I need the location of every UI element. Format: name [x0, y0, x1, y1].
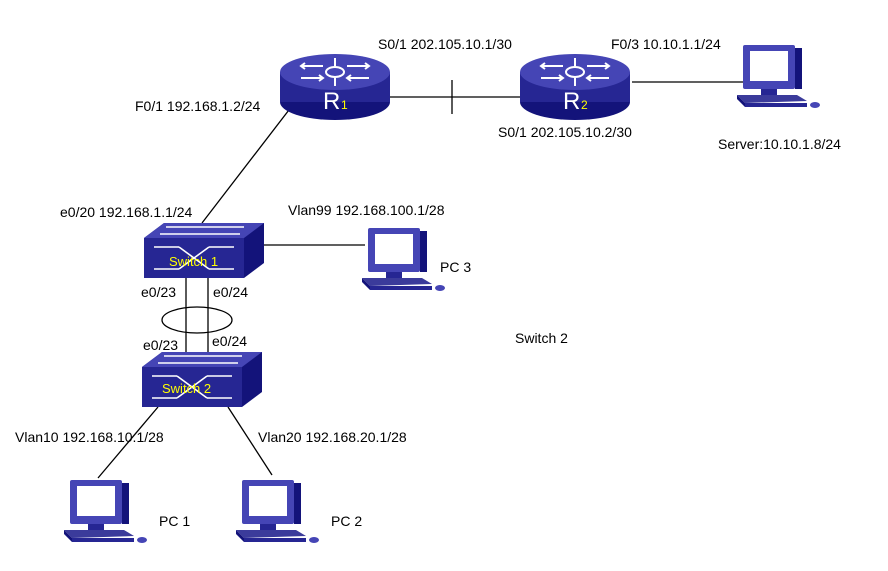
computer-icon	[362, 228, 445, 291]
pc2-label: PC 2	[331, 513, 362, 529]
server-label: Server:10.10.1.8/24	[718, 136, 841, 152]
switch-icon	[143, 222, 265, 279]
switch-icon	[141, 351, 263, 408]
link-switch2-pc2	[227, 406, 273, 476]
sw1-e020-label: e0/20 192.168.1.1/24	[60, 204, 193, 220]
r1-f01-label: F0/1 192.168.1.2/24	[135, 98, 261, 114]
server[interactable]	[737, 45, 820, 108]
computer-icon	[64, 480, 147, 543]
r2-s01-label: S0/1 202.105.10.2/30	[498, 124, 632, 140]
pc3-label: PC 3	[440, 259, 471, 275]
pc-1[interactable]	[64, 480, 147, 543]
switch-1-label: Switch 1	[169, 254, 218, 269]
computer-icon	[236, 480, 319, 543]
sw2-e024-label: e0/24	[212, 333, 247, 349]
r1-s01-label: S0/1 202.105.10.1/30	[378, 36, 512, 52]
sw1-e024-label: e0/24	[213, 284, 248, 300]
router-r1-letter: R	[323, 88, 340, 115]
sw1-e023-label: e0/23	[141, 284, 176, 300]
sw2-vlan10-label: Vlan10 192.168.10.1/28	[15, 429, 164, 445]
switch-1[interactable]: Switch 1	[143, 222, 265, 279]
router-r2[interactable]: R 2	[519, 53, 631, 121]
link-switch2-pc1	[97, 406, 159, 479]
router-r1-number: 1	[341, 98, 348, 112]
switch-2[interactable]: Switch 2	[141, 351, 263, 408]
router-r1[interactable]: R 1	[279, 53, 391, 121]
router-r2-number: 2	[581, 98, 588, 112]
sw2-vlan20-label: Vlan20 192.168.20.1/28	[258, 429, 407, 445]
link-aggregation-ring	[161, 306, 233, 334]
r2-f03-label: F0/3 10.10.1.1/24	[611, 36, 721, 52]
router-r2-letter: R	[563, 88, 580, 115]
computer-icon	[737, 45, 820, 108]
sw1-vlan99-label: Vlan99 192.168.100.1/28	[288, 202, 445, 218]
link-r1-switch1	[201, 105, 293, 224]
floating-switch2-label: Switch 2	[515, 330, 568, 346]
sw2-e023-label: e0/23	[143, 337, 178, 353]
pc-2[interactable]	[236, 480, 319, 543]
pc1-label: PC 1	[159, 513, 190, 529]
switch-2-label: Switch 2	[162, 381, 211, 396]
pc-3[interactable]	[362, 228, 445, 291]
